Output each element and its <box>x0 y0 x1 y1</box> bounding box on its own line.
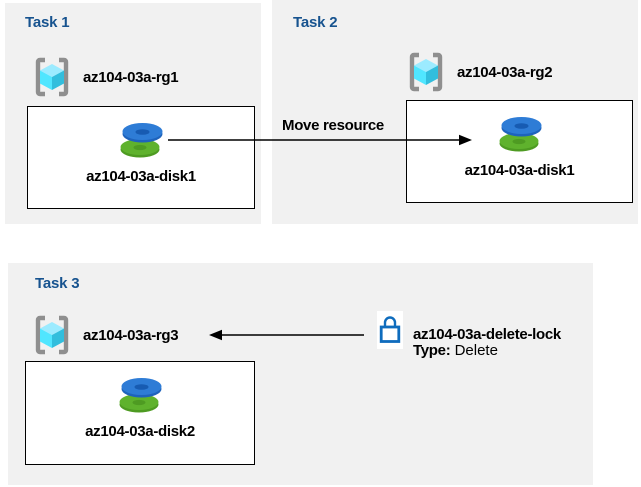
disk-label: az104-03a-disk1 <box>464 162 575 179</box>
disk-label: az104-03a-disk2 <box>85 423 195 440</box>
lock-icon <box>379 316 401 343</box>
disk-icon <box>499 117 541 152</box>
resource-group-label: az104-03a-rg3 <box>83 326 179 344</box>
task2-resource-box: az104-03a-disk1 <box>406 100 633 203</box>
resource-group-label: az104-03a-rg2 <box>457 63 553 81</box>
resource-group-icon <box>409 52 443 92</box>
resource-group-label: az104-03a-rg1 <box>83 68 179 86</box>
lock-badge <box>377 311 403 349</box>
lock-type-label: Type: <box>413 342 451 359</box>
resource-group-row-3: az104-03a-rg3 <box>33 314 179 356</box>
task2-title: Task 2 <box>293 14 338 31</box>
lock-name: az104-03a-delete-lock <box>413 326 561 343</box>
resource-group-row-2: az104-03a-rg2 <box>407 51 553 93</box>
move-resource-label: Move resource <box>282 117 384 134</box>
task3-title: Task 3 <box>35 275 80 292</box>
task1-resource-box: az104-03a-disk1 <box>27 106 255 209</box>
resource-group-icon <box>35 57 69 97</box>
task3-resource-box: az104-03a-disk2 <box>25 361 255 465</box>
resource-group-icon <box>35 315 69 355</box>
resource-group-row-1: az104-03a-rg1 <box>33 56 179 98</box>
disk-icon <box>119 378 162 413</box>
lock-type-value: Delete <box>454 342 498 359</box>
disk-label: az104-03a-disk1 <box>86 168 196 185</box>
task1-title: Task 1 <box>25 14 70 31</box>
lock-text: az104-03a-delete-lock Type: Delete <box>413 327 561 359</box>
lock-type-line: Type: Delete <box>413 343 561 359</box>
disk-icon <box>120 123 163 158</box>
